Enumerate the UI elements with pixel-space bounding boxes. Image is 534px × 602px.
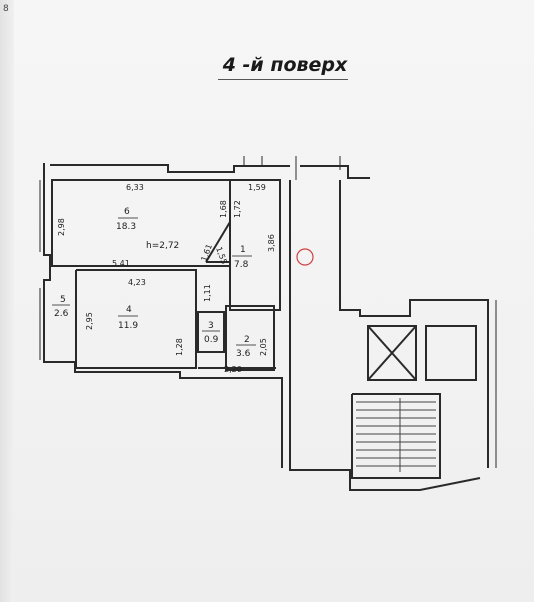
- room-3-area: 0.9: [204, 335, 219, 345]
- dimension-label: 5,41: [112, 259, 130, 268]
- room-6-area: 18.3: [116, 222, 136, 232]
- stair-treads: [356, 398, 436, 472]
- room-4-walls: [75, 269, 197, 369]
- window-marks: [39, 156, 497, 468]
- walls: [43, 163, 489, 491]
- dimension-label: 2,98: [57, 218, 66, 236]
- room-1-walls: [206, 179, 281, 311]
- outer-wall: [43, 163, 283, 468]
- dimension-label: 2,95: [85, 312, 94, 330]
- dimension-label: 6,33: [126, 183, 144, 192]
- room-1-diagonal-wall: [205, 221, 231, 263]
- page-corner-mark: 8: [3, 4, 9, 14]
- top-wall-right: [300, 165, 370, 179]
- room-2-walls: [225, 305, 275, 371]
- room-1-number: 1: [240, 245, 246, 255]
- dimension-label: 2,05: [259, 338, 268, 356]
- room-4-area: 11.9: [118, 321, 138, 331]
- dimension-label: 1,72: [233, 200, 242, 218]
- room-3-number: 3: [208, 321, 214, 331]
- dimension-label: 3,86: [267, 234, 276, 252]
- top-wall: [50, 164, 290, 173]
- stair-outline: [351, 393, 441, 479]
- dimension-label: 1,59: [248, 183, 266, 192]
- floor-title: 4 -й поверх: [222, 54, 348, 76]
- room-2-number: 2: [244, 335, 250, 345]
- elevator-cross-b: [367, 325, 417, 381]
- room-5-number: 5: [60, 295, 66, 305]
- dimension-label: 1,11: [203, 284, 212, 302]
- room-3-walls: [197, 311, 225, 353]
- dimension-label: 1,68: [219, 200, 228, 218]
- dimension-label: 4,23: [128, 278, 146, 287]
- room-2-area: 3.6: [236, 349, 251, 359]
- page-binding-edge: [0, 0, 14, 602]
- red-pen-mark: [296, 248, 314, 266]
- corridor-walls: [289, 180, 481, 491]
- dimension-label: 1,28: [175, 338, 184, 356]
- floor-title-underline: [218, 79, 348, 80]
- room-4-number: 4: [126, 305, 132, 315]
- ceiling-height-label: h=2,72: [146, 241, 179, 251]
- elevator-shaft: [367, 325, 417, 381]
- room-right: [425, 325, 477, 381]
- room-1-area: 7.8: [234, 260, 249, 270]
- room-5-area: 2.6: [54, 309, 69, 319]
- dimension-label: 2,20: [224, 365, 242, 374]
- stair-block: [339, 180, 489, 468]
- room-6-number: 6: [124, 207, 130, 217]
